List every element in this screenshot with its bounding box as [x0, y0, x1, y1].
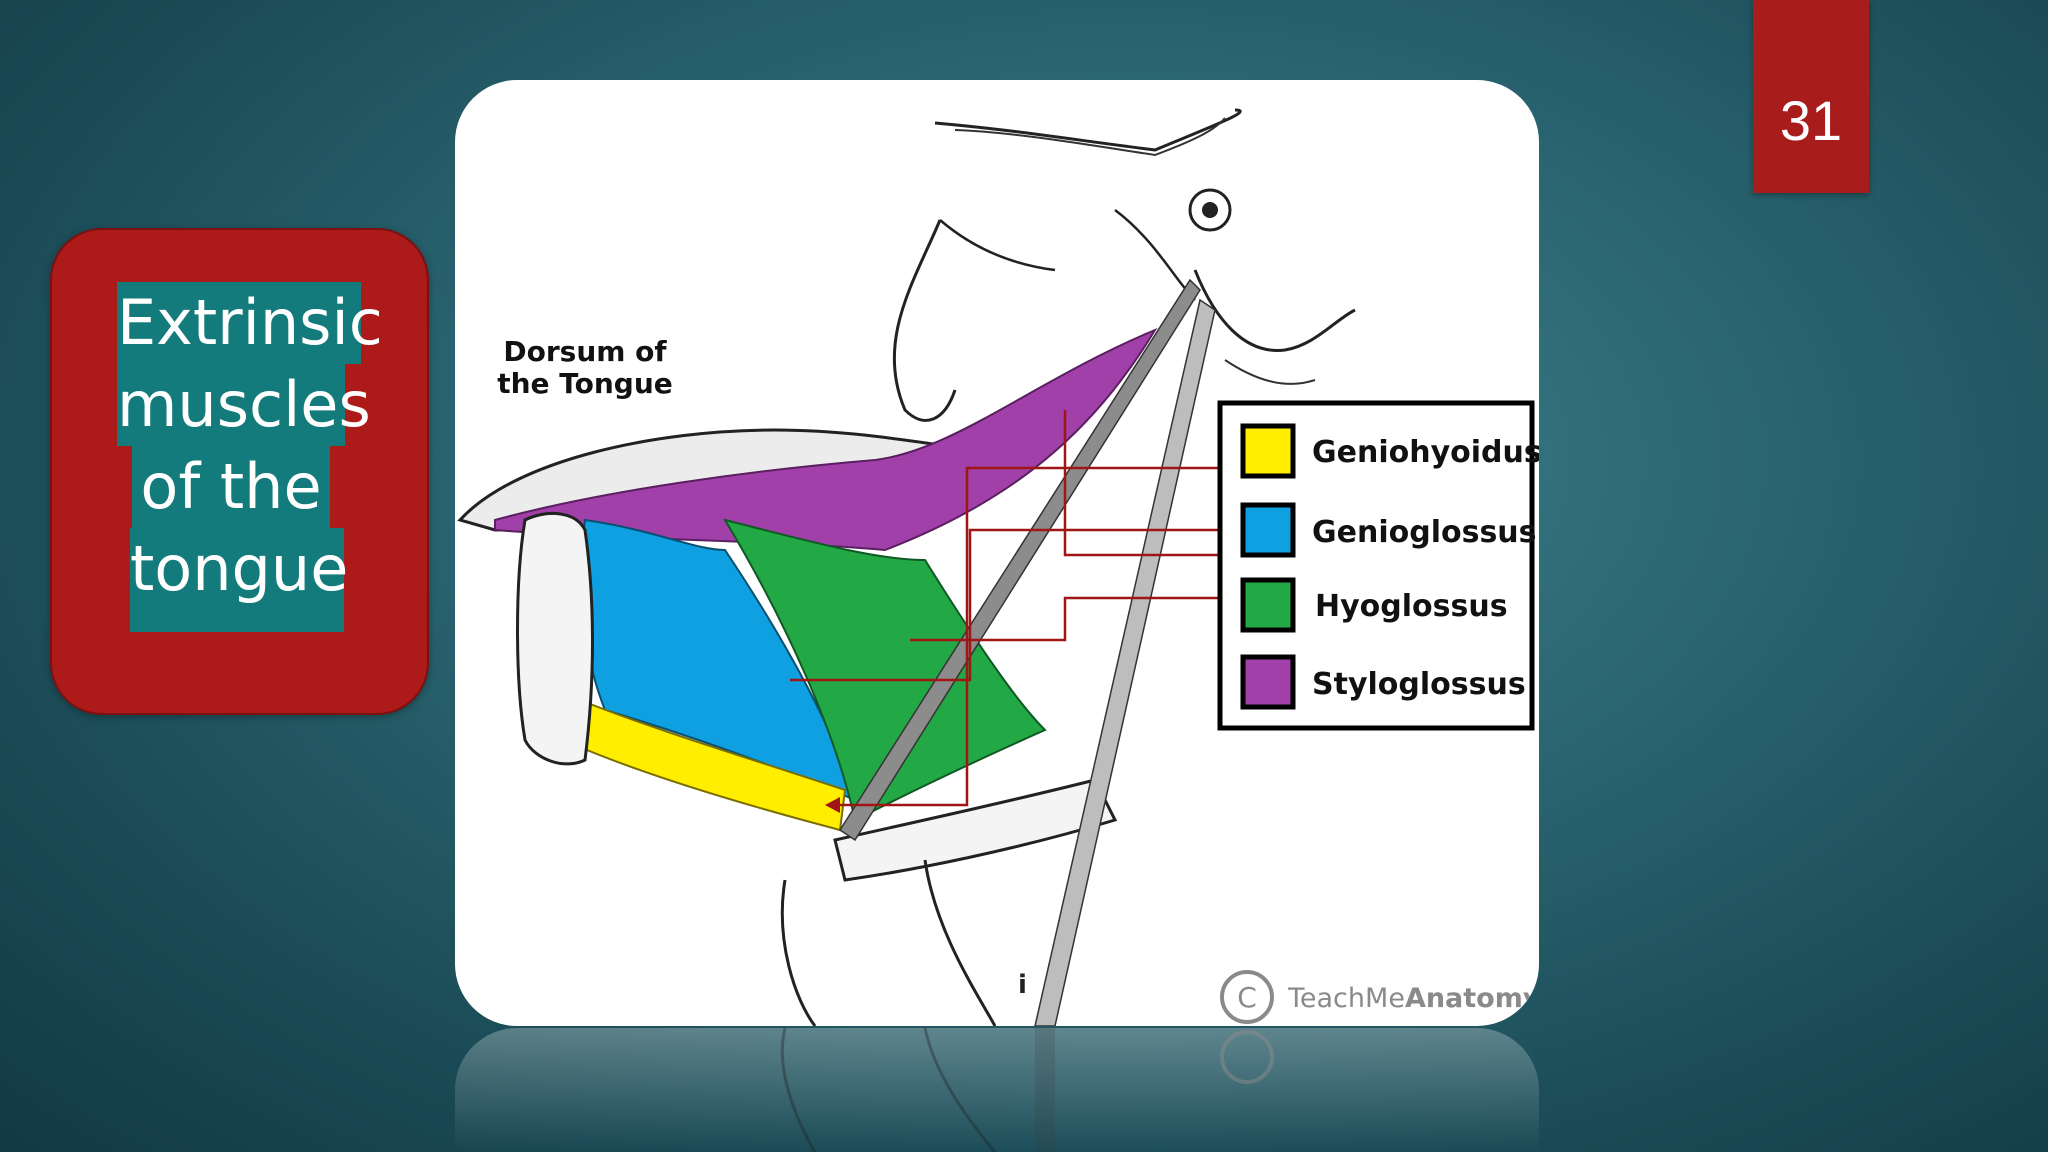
- title-line-1: Extrinsic: [117, 282, 383, 364]
- copyright-icon: [1220, 970, 1274, 1024]
- dorsum-label-line-2: the Tongue: [497, 367, 673, 400]
- legend-label-hyoglossus: Hyoglossus: [1315, 589, 1508, 624]
- hyoid-shape: [833, 778, 1118, 882]
- tongue-muscles-diagram: Dorsum of the Tongue Geniohyoidus Geniog…: [457, 108, 1539, 1026]
- slide-number: 31: [1779, 89, 1843, 152]
- watermark-text: TeachMeAnatomy: [1287, 983, 1539, 1014]
- watermark-suffix: Anatomy: [1405, 983, 1539, 1014]
- reflection-shapes: [780, 1028, 1274, 1152]
- slide-number-box: 31: [1753, 0, 1869, 193]
- legend-label-genioglossus: Genioglossus: [1312, 515, 1537, 550]
- annotation-mark: i: [1018, 970, 1027, 1000]
- mandible-symphysis-shape: [516, 511, 594, 766]
- legend-label-styloglossus: Styloglossus: [1312, 667, 1526, 702]
- anatomy-figure: Dorsum of the Tongue Geniohyoidus Geniog…: [455, 80, 1539, 1026]
- legend-swatch-hyoglossus: [1240, 577, 1296, 633]
- legend-swatch-geniohyoidus: [1240, 423, 1296, 479]
- stylohyoid-band: [838, 278, 1201, 842]
- title-line-3: of the: [132, 446, 330, 528]
- mandible-ramus-outline: [892, 219, 957, 422]
- legend-swatch-styloglossus: [1240, 654, 1296, 710]
- title-box: Extrinsic muscles of the tongue: [50, 228, 429, 715]
- watermark-prefix: TeachMe: [1287, 983, 1405, 1014]
- skull-outline: [934, 108, 1242, 152]
- pointer-lines: [790, 410, 1237, 807]
- figure-reflection: [455, 1028, 1539, 1152]
- mastoid-outline: [1193, 269, 1356, 352]
- title-line-4: tongue: [130, 528, 348, 632]
- dorsum-label-line-1: Dorsum of: [503, 335, 667, 368]
- hyoglossus-shape: [722, 518, 1047, 822]
- copyright-symbol: C: [1237, 981, 1257, 1014]
- legend-swatch-genioglossus: [1240, 502, 1296, 558]
- legend-label-geniohyoidus: Geniohyoidus: [1312, 435, 1539, 470]
- title-line-2: muscles: [117, 364, 371, 446]
